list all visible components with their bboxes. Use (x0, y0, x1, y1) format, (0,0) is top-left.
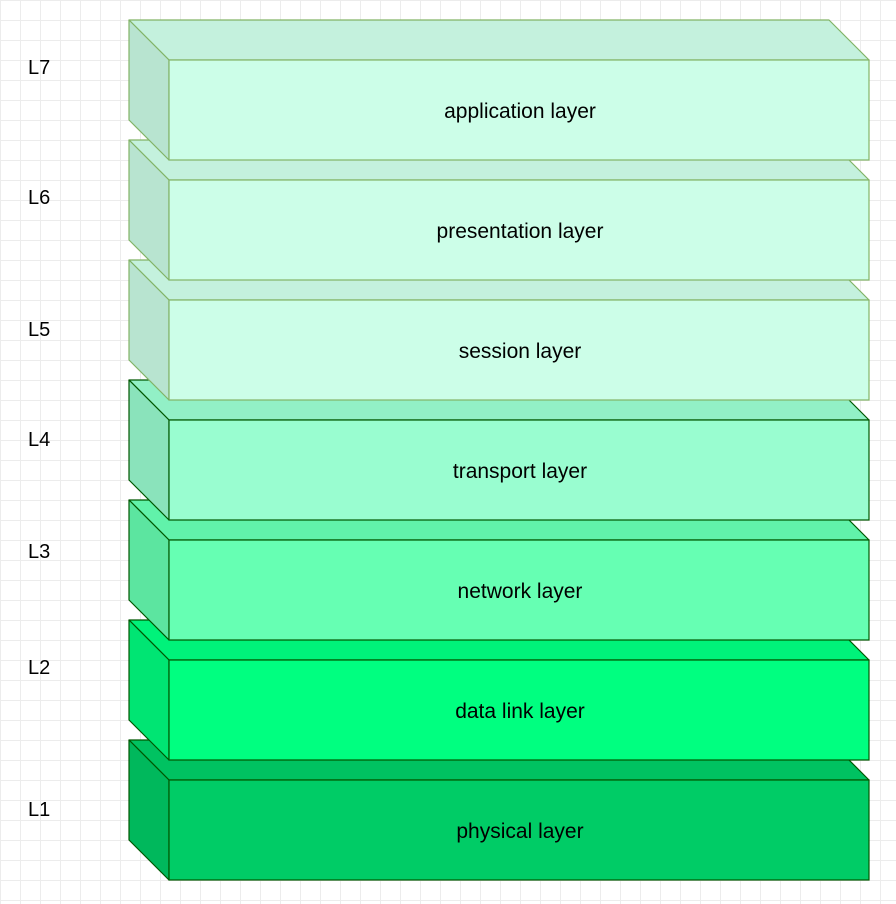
slab-front-face (168, 659, 870, 761)
layer-slab-physical (128, 739, 870, 881)
slab-top-face (128, 19, 870, 61)
slab-front-face (168, 59, 870, 161)
layer-slab-data-link (128, 619, 870, 761)
slab-front-face (168, 419, 870, 521)
slab-front-face (168, 779, 870, 881)
layer-slab-session (128, 259, 870, 401)
layer-slab-presentation (128, 139, 870, 281)
slab-front-face (168, 539, 870, 641)
layer-slab-transport (128, 379, 870, 521)
slab-front-face (168, 179, 870, 281)
slab-front-face (168, 299, 870, 401)
layer-slab-network (128, 499, 870, 641)
layer-slab-application (128, 19, 870, 161)
